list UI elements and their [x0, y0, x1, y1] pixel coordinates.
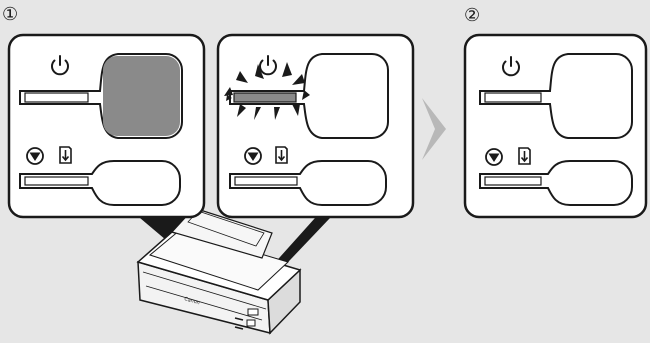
flash-rays — [224, 62, 310, 120]
step-number-1: ① — [2, 4, 18, 25]
power-lamp-flashing — [233, 92, 297, 103]
stop-resume-button[interactable] — [479, 160, 633, 206]
control-panel-step1-after — [216, 33, 415, 219]
paper-feed-icon — [518, 147, 531, 165]
printer-brand-label: Canon — [183, 296, 200, 306]
paper-feed-icon — [59, 146, 72, 164]
alarm-lamp — [24, 176, 89, 186]
paper-feed-icon — [275, 146, 288, 164]
control-panel-step1-before — [7, 33, 206, 219]
power-lamp — [24, 92, 89, 103]
power-button[interactable] — [479, 53, 633, 139]
stop-resume-button[interactable] — [19, 160, 181, 206]
next-arrow-icon — [422, 98, 446, 160]
power-button[interactable] — [229, 53, 389, 139]
stop-resume-button[interactable] — [229, 160, 387, 206]
power-lamp — [484, 92, 542, 103]
control-panel-step2 — [463, 33, 648, 219]
alarm-lamp — [484, 176, 542, 186]
step-number-2: ② — [464, 5, 480, 26]
alarm-lamp — [234, 176, 298, 186]
